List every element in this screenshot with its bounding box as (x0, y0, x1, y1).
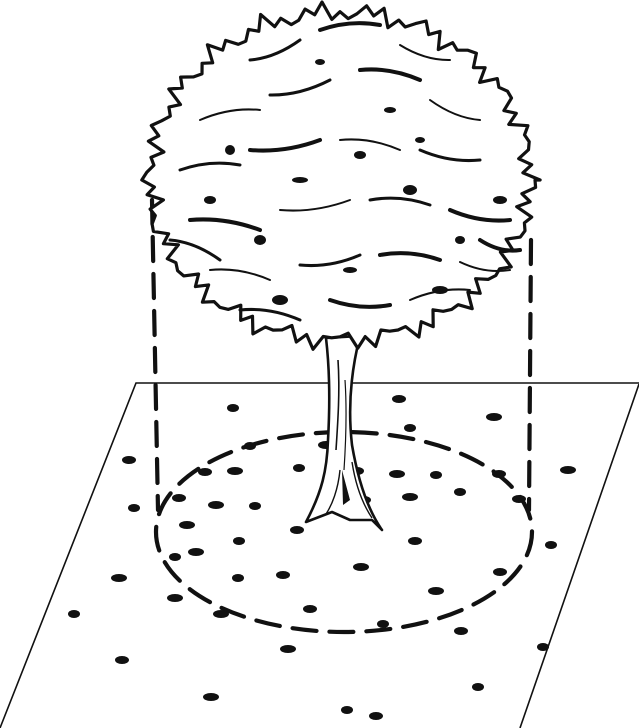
ground-point (402, 493, 418, 501)
ground-point (428, 587, 444, 595)
ground-point (249, 502, 261, 510)
ground-point (389, 470, 405, 478)
ground-point (169, 553, 181, 561)
ground-point (68, 610, 80, 618)
ground-point (408, 537, 422, 545)
ground-point (512, 495, 526, 503)
tree-canopy (142, 2, 540, 349)
ground-point (486, 413, 502, 421)
ground-point (560, 466, 576, 474)
ground-point (167, 594, 183, 602)
ground-point (353, 563, 369, 571)
projection-line-right (529, 240, 531, 510)
ground-point (454, 627, 468, 635)
foliage-shade (415, 137, 425, 143)
ground-point (280, 645, 296, 653)
ground-point (545, 541, 557, 549)
ground-points (68, 395, 576, 720)
ground-point (392, 395, 406, 403)
ground-point (198, 468, 212, 476)
foliage-shade (254, 235, 266, 245)
projection-line-left (152, 200, 158, 510)
foliage-shade (204, 196, 216, 204)
ground-point (244, 442, 256, 450)
ground-point (303, 605, 317, 613)
ground-point (472, 683, 484, 691)
ground-point (454, 488, 466, 496)
ground-point (404, 424, 416, 432)
ground-point (341, 706, 353, 714)
foliage-shade (384, 107, 396, 113)
ground-point (188, 548, 204, 556)
ground-point (172, 494, 186, 502)
ground-point (111, 574, 127, 582)
ground-point (293, 464, 305, 472)
ground-point (227, 404, 239, 412)
ground-point (115, 656, 129, 664)
ground-point (290, 526, 304, 534)
ground-point (203, 693, 219, 701)
foliage-shade (272, 295, 288, 305)
ground-point (213, 610, 229, 618)
foliage-shade (455, 236, 465, 244)
ground-point (232, 574, 244, 582)
ground-point (492, 470, 506, 478)
ground-point (369, 712, 383, 720)
ground-point (276, 571, 290, 579)
ground-point (377, 620, 389, 628)
foliage-shade (225, 145, 235, 155)
foliage-shade (432, 286, 448, 294)
ground-point (208, 501, 224, 509)
foliage-shade (343, 267, 357, 273)
ground-point (179, 521, 195, 529)
foliage-shade (403, 185, 417, 195)
foliage-shade (354, 151, 366, 159)
ground-point (227, 467, 243, 475)
ground-point (493, 568, 507, 576)
ground-point (233, 537, 245, 545)
foliage-shade (493, 196, 507, 204)
ground-point (122, 456, 136, 464)
ground-point (537, 643, 549, 651)
ground-point (430, 471, 442, 479)
foliage-shade (292, 177, 308, 183)
foliage-shade (315, 59, 325, 65)
ground-point (128, 504, 140, 512)
